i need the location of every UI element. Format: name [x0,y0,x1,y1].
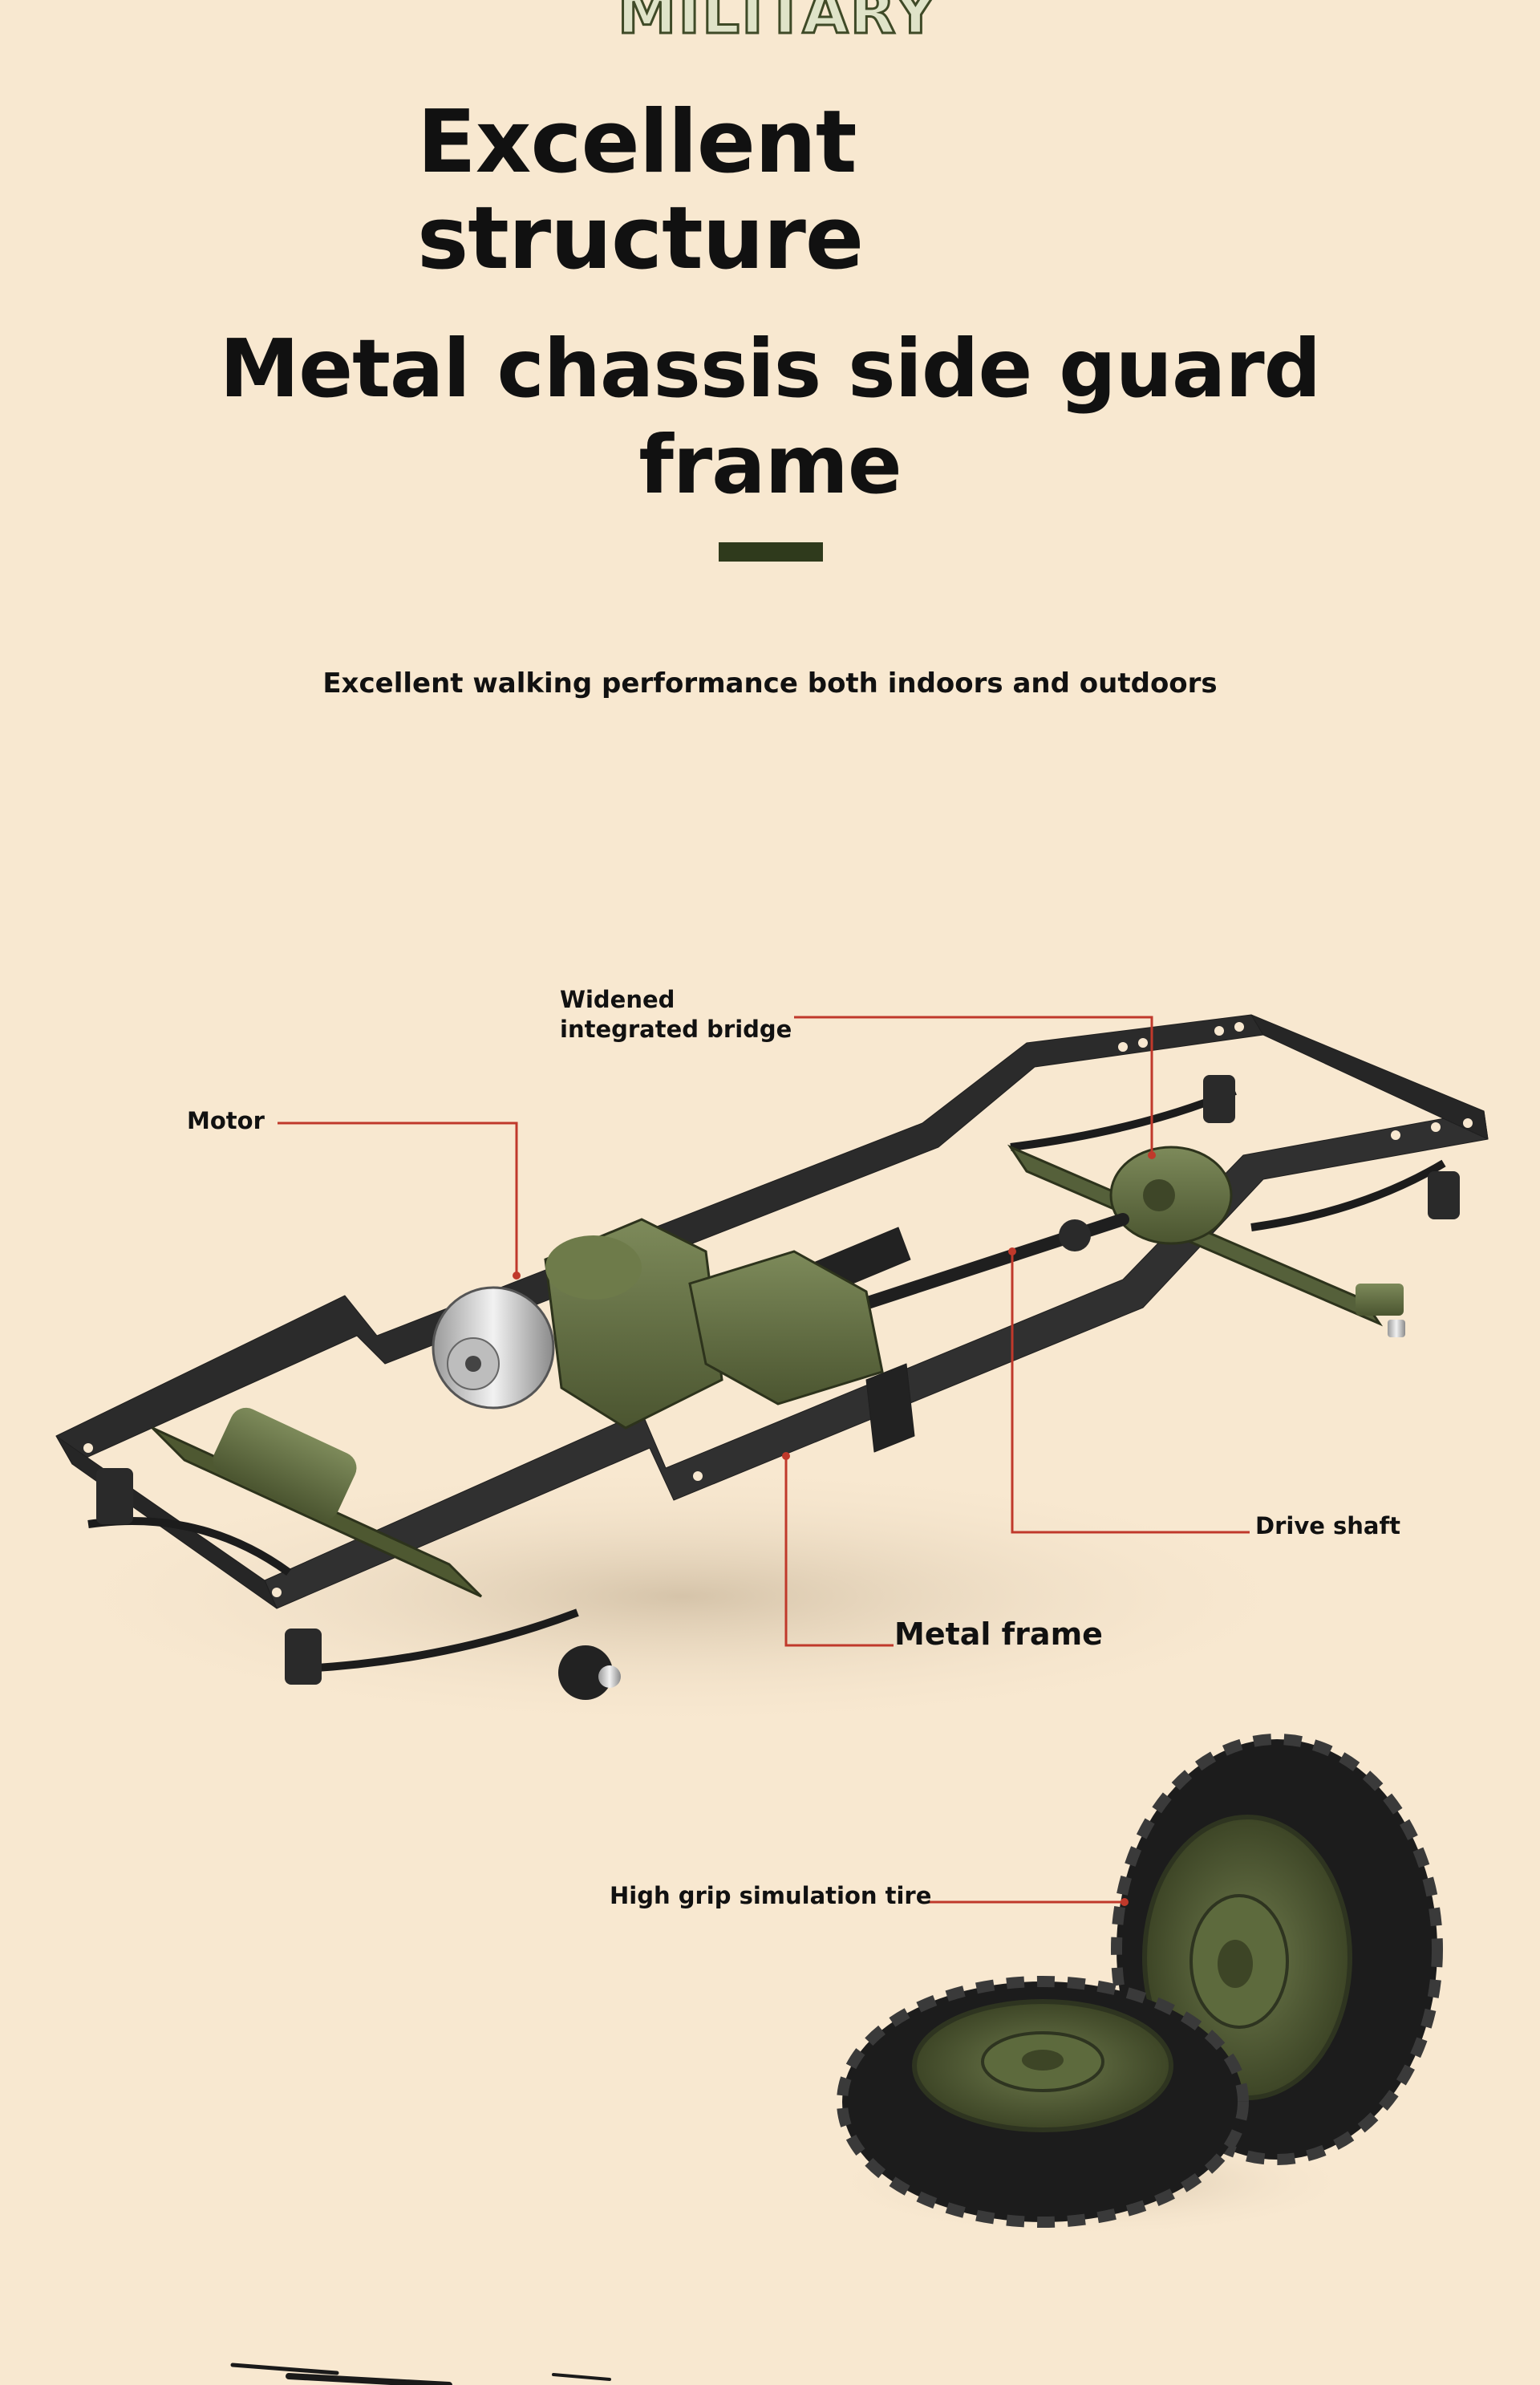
main-title: Metal chassis side guard frame [219,322,1321,512]
callout-drive-shaft: Drive shaft [1255,1512,1400,1539]
frame-holes [83,1022,1473,1597]
rear-axle [1007,1075,1460,1337]
accent-divider [719,542,823,562]
subtitle: Excellent walking performance both indoo… [322,667,1218,700]
callout-widened-bridge: Widened integrated bridge [560,985,792,1044]
heading-line-1: Excellent [417,92,857,193]
leader-lines [278,1016,1250,1904]
tire-flat [837,1976,1249,2228]
gearbox [544,1218,884,1430]
leader-metal-frame [784,1456,894,1647]
heading-line-2: structure [417,189,864,289]
brand-logo: MILITARY JEEP [616,0,939,49]
leader-dots [513,1151,1156,1906]
callout-tire: High grip simulation tire [610,1882,932,1909]
chassis-shadow [24,1460,1339,1733]
front-axle [96,1407,621,1700]
leader-motor [278,1122,518,1276]
heading-block: Excellent structure [417,95,979,287]
callout-metal-frame: Metal frame [894,1616,1103,1652]
leader-bridge [794,1016,1153,1155]
callout-motor: Motor [187,1107,265,1134]
bottom-scratch [230,2363,611,2385]
callout-bridge-line-1: Widened [560,986,675,1013]
motor [432,1286,555,1410]
callout-bridge-line-2: integrated bridge [560,1016,792,1043]
leader-drive-shaft [1011,1251,1250,1534]
